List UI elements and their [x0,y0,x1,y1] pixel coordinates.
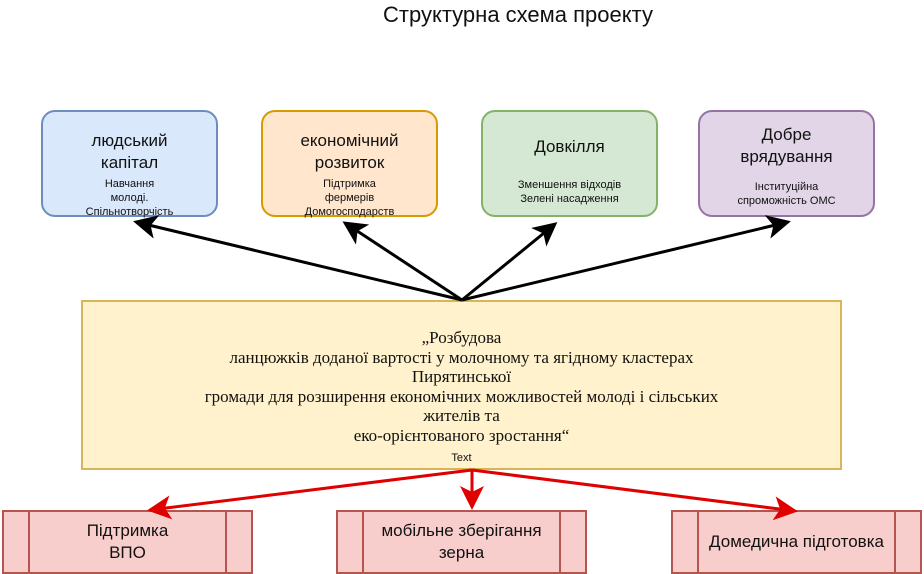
category-heading: Довкілля [534,137,605,156]
diagram-title: Структурна схема проекту [383,2,653,27]
arrow-to-good-governance [461,215,791,302]
arrow-to-economic-development [342,221,463,302]
category-subtext: Підтримка [323,178,376,190]
action-line: зерна [438,543,485,562]
arrow-to-human-capital [133,215,463,302]
category-heading: капітал [100,153,159,172]
action-line: Домедична підготовка [709,532,884,551]
project-line: еко-орієнтованого зростання“ [353,425,570,445]
category-subtext: молоді. [110,192,149,204]
category-subtext: Домогосподарств [304,206,395,218]
category-heading: людський [91,131,168,150]
project-line: громади для розширення економічних можли… [204,386,719,406]
category-subtext: Інституційна [754,181,819,193]
arrow-to-support-idp [147,468,473,520]
action-line: ВПО [109,543,146,562]
category-subtext: спроможність ОМС [737,195,836,207]
category-economic-development[interactable]: економічний розвиток Підтримка фермерів … [261,110,438,218]
arrow-to-first-aid [471,468,798,521]
arrow-to-environment [461,222,558,302]
category-subtext: Зелені насадження [520,193,619,205]
category-heading: врядування [740,147,833,166]
action-first-aid-training[interactable]: Домедична підготовка [671,510,922,574]
category-heading: економічний [300,131,399,150]
category-subtext: Зменшення відходів [517,179,622,191]
overlay-text-label: Text [451,452,472,464]
action-line: Підтримка [86,521,169,540]
project-box[interactable]: „Розбудова ланцюжків доданої вартості у … [81,300,842,470]
action-line: мобільне зберігання [381,521,542,540]
category-subtext: Спільнотворчість [85,206,174,218]
category-heading: Добре [761,125,812,144]
category-subtext: Навчання [104,178,155,190]
category-human-capital[interactable]: людський капітал Навчання молоді. Спільн… [41,110,218,218]
category-heading: розвиток [314,153,385,172]
category-good-governance[interactable]: Добре врядування Інституційна спроможніс… [698,110,875,217]
category-environment[interactable]: Довкілля Зменшення відходів Зелені насад… [481,110,658,217]
category-subtext: фермерів [324,192,375,204]
project-line: Пирятинської [411,367,512,386]
project-line: „Розбудова [421,328,502,347]
project-line: жителів та [423,406,500,425]
project-line: ланцюжків доданої вартості у молочному т… [229,347,694,367]
